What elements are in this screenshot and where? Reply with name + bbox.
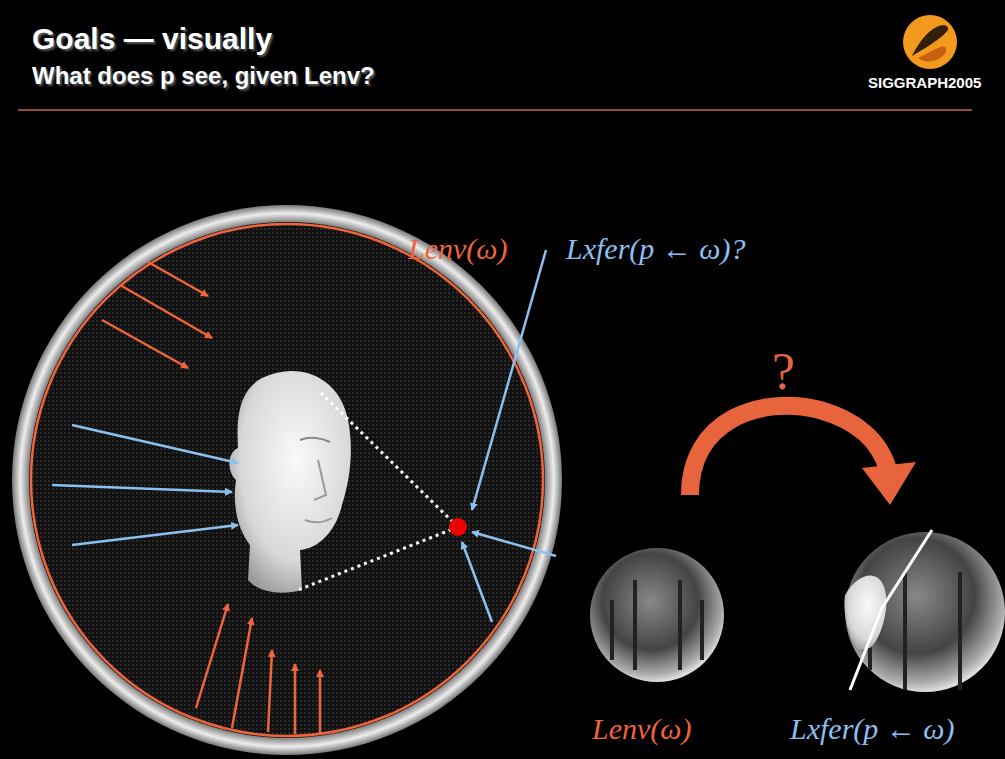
slide-subtitle: What does p see, given Lenv?	[32, 62, 375, 90]
formula-label: Lenv(ω)	[408, 232, 507, 266]
slide-title: Goals — visually	[32, 22, 272, 56]
formula-label: Lxfer(p ← ω)	[790, 712, 955, 746]
formula-label: Lenv(ω)	[592, 712, 691, 746]
question-mark: ?	[772, 342, 795, 401]
conference-logo: SIGGRAPH2005	[868, 74, 981, 91]
formula-label: Lxfer(p ← ω)?	[566, 232, 746, 266]
logo-mark	[903, 15, 957, 69]
